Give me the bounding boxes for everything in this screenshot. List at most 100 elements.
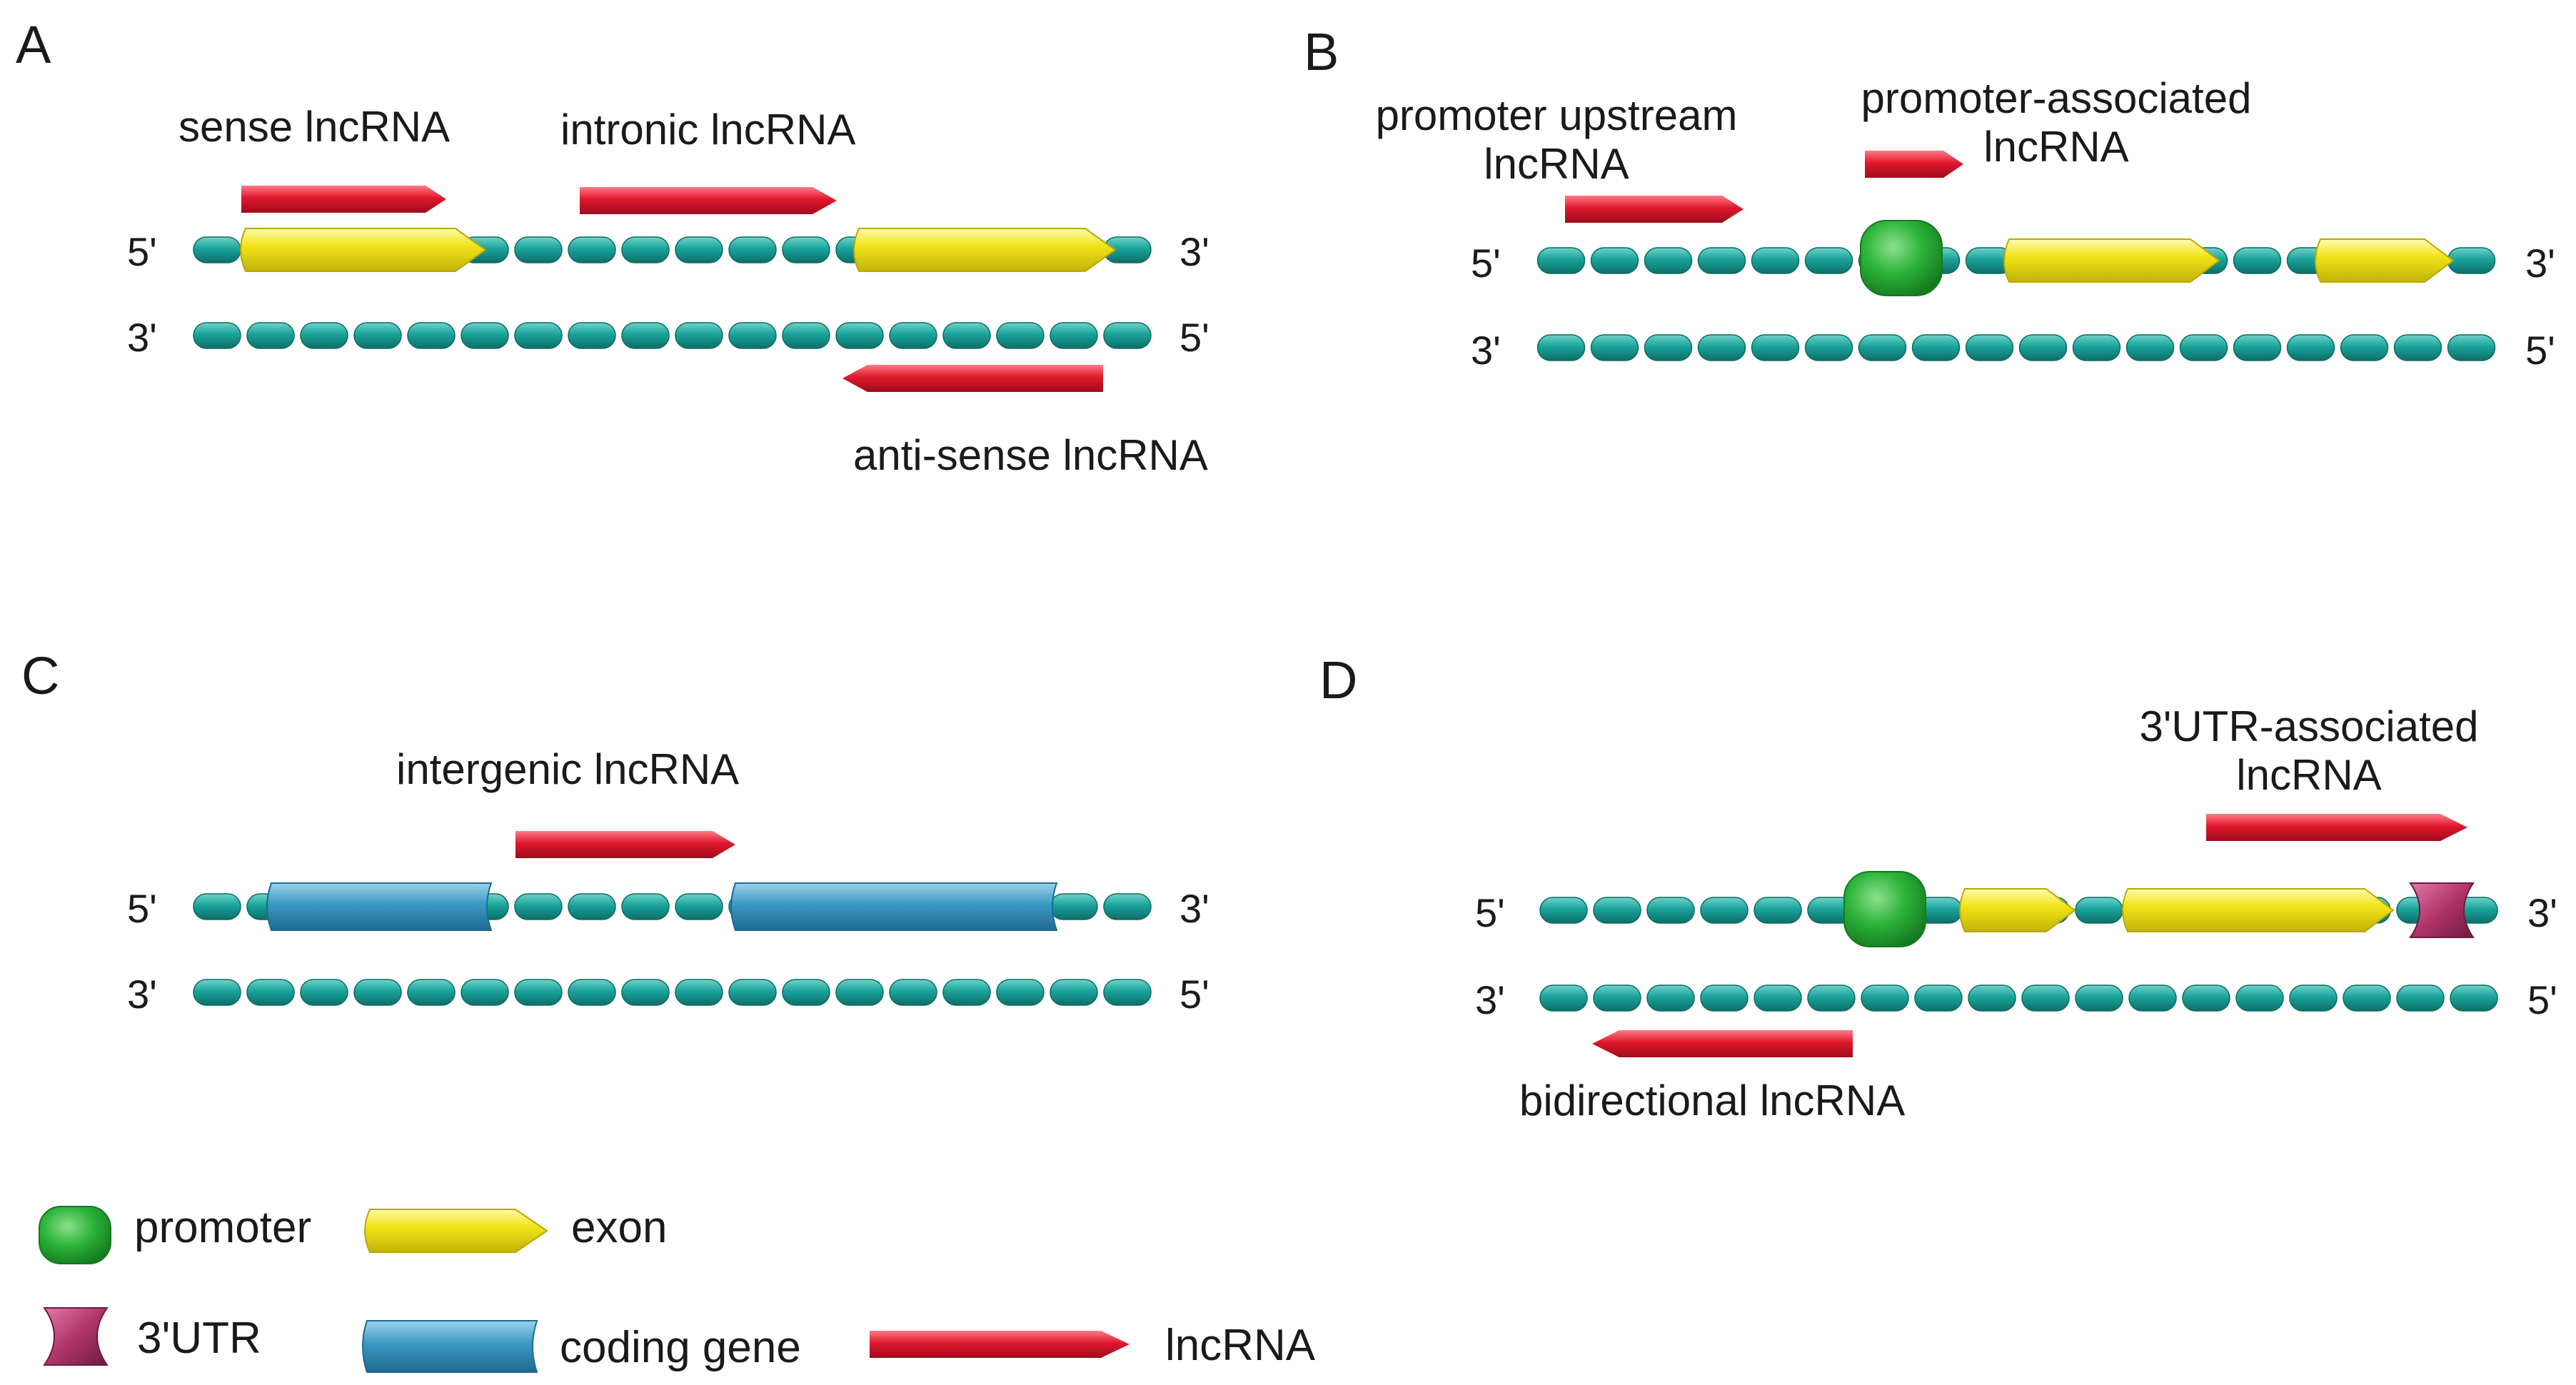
dna-segment — [942, 979, 991, 1006]
dna-segment — [2343, 984, 2391, 1012]
panel-b-bottom-left-end: 3' — [1471, 328, 1501, 373]
dna-segment — [1103, 322, 1152, 349]
dna-segment — [728, 322, 777, 349]
panel-d-bidirectional-lncrna-arrow — [1592, 1030, 1853, 1057]
legend-3utr-swatch — [43, 1307, 109, 1366]
dna-segment — [1050, 893, 1098, 920]
dna-segment — [2182, 984, 2230, 1012]
dna-segment — [568, 893, 616, 920]
dna-segment — [1103, 893, 1152, 920]
dna-segment — [1593, 897, 1641, 924]
dna-segment — [1968, 984, 2016, 1012]
dna-segment — [1804, 247, 1853, 274]
dna-segment — [728, 979, 777, 1006]
dna-segment — [1593, 984, 1641, 1012]
dna-segment — [782, 322, 830, 349]
dna-segment — [1536, 247, 1586, 274]
dna-segment — [2233, 334, 2282, 361]
dna-segment — [1754, 897, 1802, 924]
panel-b-bottom-right-end: 5' — [2525, 328, 2555, 373]
dna-segment — [675, 979, 723, 1006]
panel-b-bottom-strand — [1536, 334, 2496, 361]
dna-segment — [675, 322, 723, 349]
panel-a-letter: A — [16, 15, 51, 74]
dna-segment — [1644, 247, 1693, 274]
dna-segment — [2125, 334, 2175, 361]
panel-c-bottom-strand — [193, 979, 1152, 1006]
panel-a-intronic-lncrna-arrow — [580, 187, 837, 214]
panel-c-letter: C — [21, 646, 59, 705]
dna-segment — [1590, 247, 1639, 274]
panel-d-exon-1 — [1959, 888, 2076, 932]
panel-d: D 5' 3' 3' 5' 3'UTR-associated lncRNA bi… — [1319, 650, 2557, 1124]
dna-segment — [2233, 247, 2282, 274]
panel-a-bottom-strand — [193, 322, 1152, 349]
dna-segment — [1700, 984, 1749, 1012]
panel-a-antisense-lncrna-arrow — [842, 365, 1103, 392]
dna-segment — [1539, 897, 1588, 924]
panel-d-bottom-right-end: 5' — [2527, 977, 2557, 1022]
dna-segment — [2340, 334, 2389, 361]
panel-b-promoter-associated-lncrna-arrow — [1865, 151, 1963, 178]
dna-segment — [996, 979, 1045, 1006]
dna-segment — [1050, 322, 1098, 349]
legend: promoter exon 3'UTR coding gene lncRNA — [39, 1203, 1316, 1373]
panel-d-bidirectional-label: bidirectional lncRNA — [1519, 1077, 1905, 1124]
dna-segment — [675, 236, 723, 263]
dna-segment — [1590, 334, 1639, 361]
panel-d-letter: D — [1319, 650, 1357, 710]
dna-segment — [2289, 984, 2338, 1012]
dna-segment — [1644, 334, 1693, 361]
legend-coding-gene-swatch — [362, 1320, 538, 1373]
dna-segment — [514, 893, 563, 920]
dna-segment — [1697, 334, 1746, 361]
dna-segment — [353, 979, 402, 1006]
dna-segment — [2179, 334, 2228, 361]
panel-d-3utr — [2409, 882, 2475, 938]
panel-b-assoc-label-line-2: lncRNA — [1983, 123, 2128, 171]
panel-a: A 5' 3' 3' 5' sense lncRNA intronic lncR… — [16, 15, 1209, 479]
dna-segment — [621, 236, 670, 263]
dna-segment — [1858, 334, 1907, 361]
dna-segment — [1754, 984, 1802, 1012]
dna-segment — [568, 322, 616, 349]
dna-segment — [1914, 984, 1963, 1012]
dna-segment — [1539, 984, 1588, 1012]
legend-lncrna-swatch — [870, 1331, 1129, 1358]
dna-segment — [1646, 897, 1695, 924]
panel-b-upstream-label-line-2: lncRNA — [1484, 140, 1629, 188]
dna-segment — [1050, 979, 1098, 1006]
panel-d-3utr-label-line-1: 3'UTR-associated — [2140, 702, 2479, 750]
legend-promoter-swatch — [39, 1206, 111, 1264]
dna-segment — [2396, 984, 2445, 1012]
legend-coding-gene-label: coding gene — [560, 1323, 801, 1372]
legend-promoter-label: promoter — [134, 1203, 311, 1252]
panel-b: B 5' 3' 3' 5' promoter upstream lncRNA p… — [1304, 22, 2555, 373]
dna-segment — [407, 979, 456, 1006]
dna-segment — [2072, 334, 2121, 361]
dna-segment — [889, 322, 937, 349]
panel-a-exon-2 — [853, 228, 1117, 272]
dna-segment — [621, 322, 670, 349]
dna-segment — [193, 322, 241, 349]
dna-segment — [246, 979, 295, 1006]
dna-segment — [514, 236, 563, 263]
dna-segment — [2128, 984, 2177, 1012]
panel-d-exon-2 — [2122, 888, 2395, 932]
panel-a-sense-lncrna-arrow — [241, 186, 446, 213]
panel-a-top-left-end: 5' — [127, 229, 157, 274]
panel-a-bottom-right-end: 5' — [1179, 315, 1209, 360]
legend-exon-swatch — [364, 1209, 548, 1253]
dna-segment — [193, 236, 241, 263]
dna-segment — [782, 236, 830, 263]
dna-segment — [1103, 979, 1152, 1006]
dna-segment — [2021, 984, 2070, 1012]
dna-segment — [514, 322, 563, 349]
panel-b-letter: B — [1304, 22, 1339, 81]
dna-segment — [782, 979, 830, 1006]
dna-segment — [1536, 334, 1586, 361]
dna-segment — [300, 322, 348, 349]
dna-segment — [621, 979, 670, 1006]
dna-segment — [675, 893, 723, 920]
panel-a-antisense-label: anti-sense lncRNA — [853, 431, 1208, 479]
